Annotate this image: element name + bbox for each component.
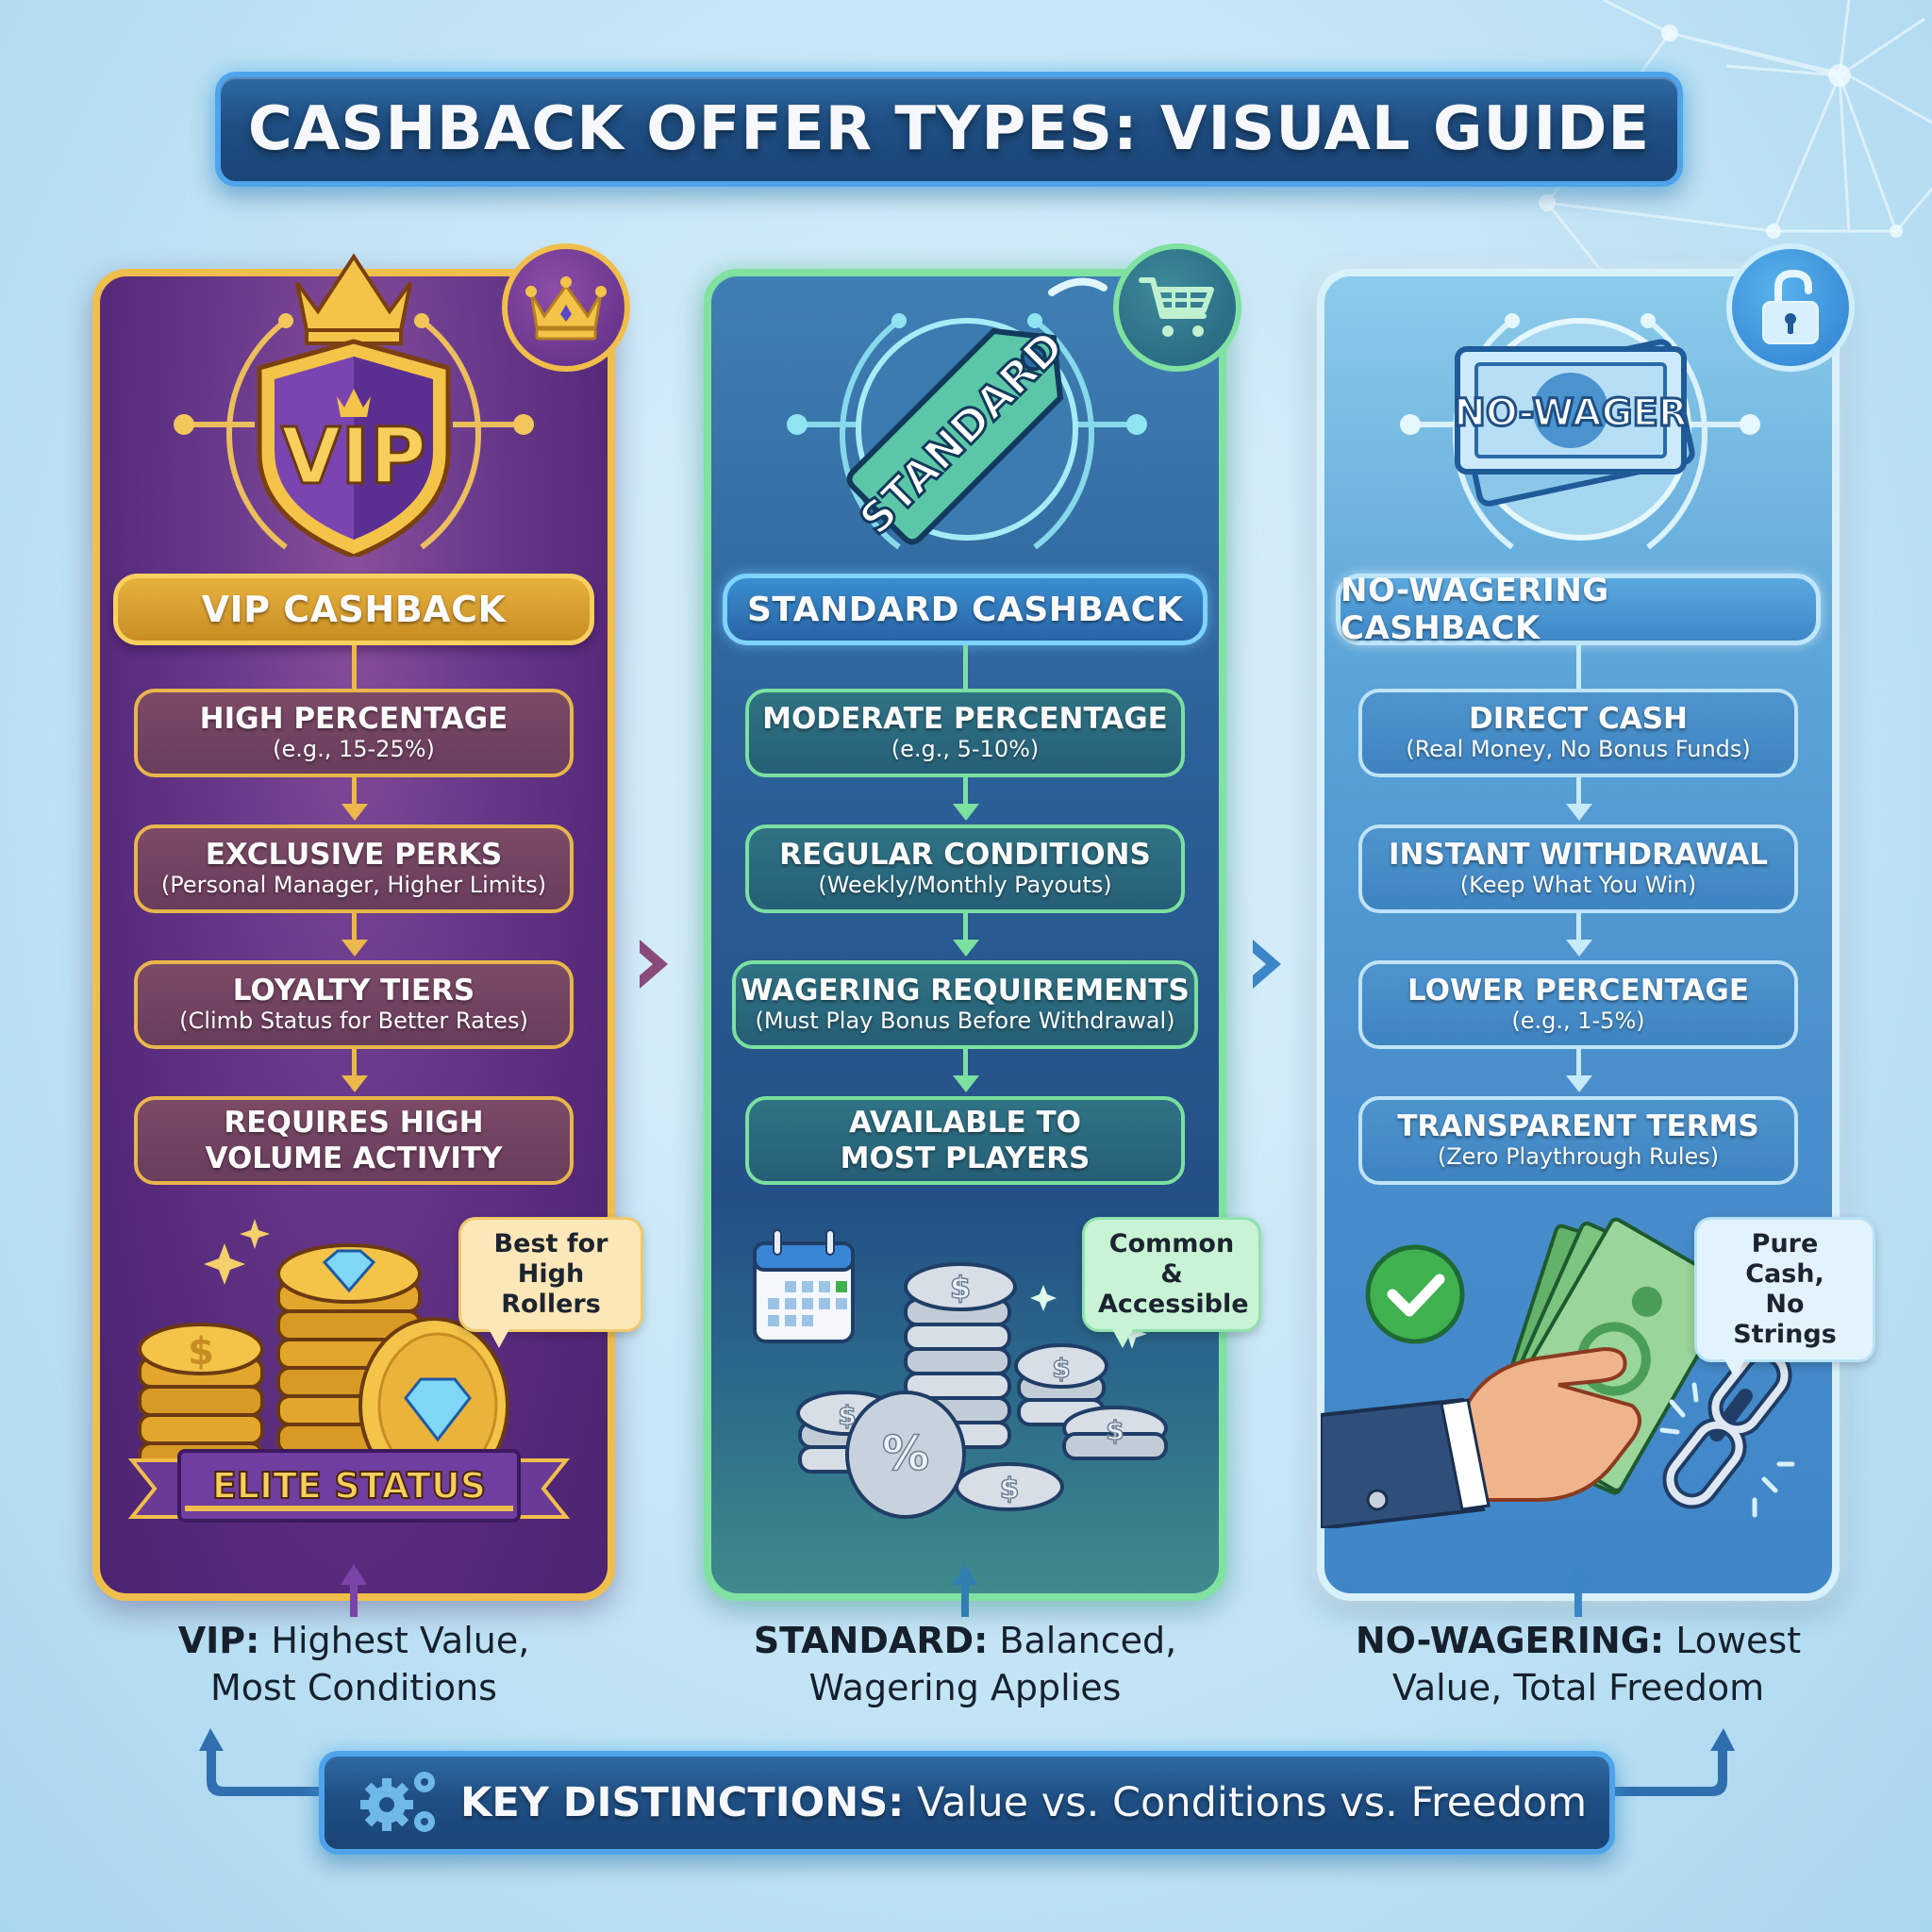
shopping-cart-icon	[1139, 277, 1214, 337]
vip-shield-emblem: VIP	[165, 236, 542, 559]
key-distinctions-text: KEY DISTINCTIONS: Value vs. Conditions v…	[460, 1779, 1588, 1826]
down-arrow-icon	[1566, 1075, 1592, 1092]
vip-cashback-header: VIP CASHBACK	[113, 574, 594, 645]
vip-badge	[502, 243, 630, 372]
svg-text:$: $	[1000, 1473, 1020, 1506]
down-arrow-icon	[1566, 804, 1592, 821]
down-arrow-icon	[341, 804, 368, 821]
svg-text:$: $	[1052, 1353, 1070, 1384]
svg-text:NO-WAGER: NO-WAGER	[1454, 391, 1687, 435]
flow-connector	[1576, 645, 1581, 691]
down-arrow-icon	[953, 1075, 979, 1092]
up-arrow-icon	[1565, 1564, 1591, 1617]
flow-connector	[963, 913, 968, 943]
vip-step-exclusive-perks: EXCLUSIVE PERKS (Personal Manager, Highe…	[134, 824, 574, 913]
right-return-arrow-icon	[1608, 1728, 1735, 1796]
unlocked-padlock-icon	[1762, 269, 1819, 344]
percent-icon: %	[882, 1426, 929, 1481]
gears-icon	[360, 1772, 435, 1832]
svg-text:$: $	[188, 1330, 214, 1374]
down-arrow-icon	[953, 804, 979, 821]
page-title: CASHBACK OFFER TYPES: VISUAL GUIDE	[247, 94, 1651, 164]
flow-connector	[1576, 913, 1581, 943]
svg-text:$: $	[1106, 1415, 1124, 1446]
standard-tag-emblem: STANDARD	[778, 236, 1156, 557]
calendar-icon	[753, 1229, 855, 1343]
gold-coins-illustration: $ ELITE STATUS	[127, 1219, 571, 1523]
no-wagering-step-lower-percentage: LOWER PERCENTAGE (e.g., 1-5%)	[1358, 960, 1798, 1049]
standard-badge	[1113, 243, 1241, 372]
svg-text:$: $	[838, 1400, 856, 1431]
no-wagering-step-instant-withdrawal: INSTANT WITHDRAWAL (Keep What You Win)	[1358, 824, 1798, 913]
svg-text:$: $	[950, 1270, 971, 1306]
standard-cashback-header: STANDARD CASHBACK	[723, 574, 1208, 645]
title-banner: CASHBACK OFFER TYPES: VISUAL GUIDE	[215, 72, 1683, 187]
vip-step-high-percentage: HIGH PERCENTAGE (e.g., 15-25%)	[134, 689, 574, 777]
vip-step-loyalty-tiers: LOYALTY TIERS (Climb Status for Better R…	[134, 960, 574, 1049]
standard-speech-bubble: Common & Accessible	[1082, 1217, 1261, 1348]
silver-coins-illustration: $ $ $ $ $ %	[753, 1229, 1168, 1519]
cash-in-hand-illustration	[1321, 1217, 1795, 1528]
left-return-arrow-icon	[199, 1728, 325, 1796]
flow-connector	[963, 1049, 968, 1079]
vip-summary: VIP: Highest Value, Most Conditions	[177, 1620, 530, 1708]
vip-speech-bubble: Best for High Rollers	[458, 1217, 643, 1348]
down-arrow-icon	[341, 940, 368, 957]
svg-text:VIP: VIP	[281, 412, 426, 502]
no-wagering-speech-bubble: Pure Cash, No Strings	[1694, 1217, 1875, 1378]
flow-connector	[963, 645, 968, 691]
elite-status-ribbon: ELITE STATUS	[212, 1465, 486, 1507]
flow-connector	[963, 777, 968, 808]
key-distinctions-banner: KEY DISTINCTIONS: Value vs. Conditions v…	[319, 1751, 1615, 1855]
crown-icon	[525, 276, 607, 341]
flow-connector	[352, 777, 357, 808]
flow-connector	[1576, 777, 1581, 808]
flow-connector	[1576, 1049, 1581, 1079]
chevron-right-icon	[640, 940, 668, 989]
flow-connector	[352, 1049, 357, 1079]
no-wagering-summary: NO-WAGERING: Lowest Value, Total Freedom	[1355, 1620, 1802, 1708]
flow-connector	[352, 913, 357, 943]
flow-connector	[352, 645, 357, 691]
down-arrow-icon	[1566, 940, 1592, 957]
standard-step-available: AVAILABLE TO MOST PLAYERS	[745, 1096, 1185, 1185]
up-arrow-icon	[341, 1564, 367, 1617]
standard-summary: STANDARD: Balanced, Wagering Applies	[753, 1620, 1177, 1708]
up-arrow-icon	[952, 1564, 978, 1617]
chevron-right-icon	[1253, 940, 1281, 989]
no-wager-bill-emblem: NO-WAGER	[1391, 236, 1769, 557]
no-wagering-step-transparent-terms: TRANSPARENT TERMS (Zero Playthrough Rule…	[1358, 1096, 1798, 1185]
standard-step-wagering-requirements: WAGERING REQUIREMENTS (Must Play Bonus B…	[732, 960, 1198, 1049]
no-wagering-step-direct-cash: DIRECT CASH (Real Money, No Bonus Funds)	[1358, 689, 1798, 777]
standard-step-regular-conditions: REGULAR CONDITIONS (Weekly/Monthly Payou…	[745, 824, 1185, 913]
down-arrow-icon	[953, 940, 979, 957]
down-arrow-icon	[341, 1075, 368, 1092]
standard-step-moderate-percentage: MODERATE PERCENTAGE (e.g., 5-10%)	[745, 689, 1185, 777]
checkmark-icon	[1365, 1244, 1465, 1344]
diamond-icon	[322, 1249, 376, 1293]
no-wagering-cashback-header: NO-WAGERING CASHBACK	[1336, 572, 1821, 647]
no-wagering-badge	[1726, 243, 1855, 372]
diamond-icon	[404, 1377, 472, 1442]
crown-icon	[295, 253, 412, 332]
vip-step-high-volume: REQUIRES HIGH VOLUME ACTIVITY	[134, 1096, 574, 1185]
